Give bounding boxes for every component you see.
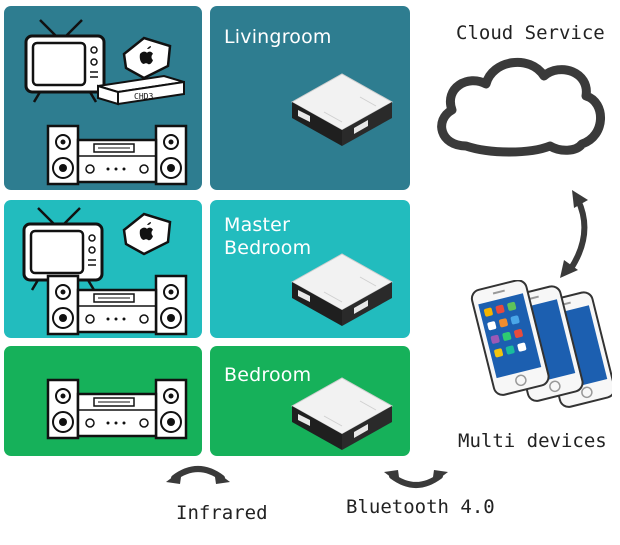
master-bedroom-label-line2: Bedroom xyxy=(224,237,312,259)
hub-device-icon xyxy=(291,73,393,147)
stereo-icon xyxy=(46,378,188,440)
dvd-player-icon: CHD3 xyxy=(97,74,185,106)
bluetooth-label: Bluetooth 4.0 xyxy=(346,496,495,518)
livingroom-label: Livingroom xyxy=(224,26,332,48)
livingroom-devices-panel: CHD3 xyxy=(4,6,202,190)
bedroom-label: Bedroom xyxy=(224,364,312,386)
bedroom-hub-panel: Bedroom xyxy=(210,346,410,456)
apple-tv-icon xyxy=(122,36,172,80)
tv-icon xyxy=(24,18,106,104)
bedroom-devices-art xyxy=(46,378,188,440)
hub-device-icon xyxy=(291,377,393,451)
double-arrow-icon xyxy=(384,462,450,492)
double-arrow-icon xyxy=(560,190,588,278)
master-bedroom-label-line1: Master xyxy=(224,214,291,236)
double-arrow-icon xyxy=(166,462,232,492)
master-bedroom-devices-art xyxy=(22,206,188,336)
dvd-player-label: CHD3 xyxy=(134,92,153,101)
smartphone-icon xyxy=(469,280,612,410)
cloud-service-label: Cloud Service xyxy=(456,22,605,44)
stereo-icon xyxy=(46,124,188,186)
master-bedroom-hub-panel: Master Bedroom xyxy=(210,200,410,338)
livingroom-hub-panel: Livingroom xyxy=(210,6,410,190)
stereo-icon xyxy=(46,274,188,336)
bedroom-devices-panel xyxy=(4,346,202,456)
multi-devices-label: Multi devices xyxy=(458,430,607,452)
apple-tv-icon xyxy=(122,212,172,256)
master-bedroom-devices-panel xyxy=(4,200,202,338)
hub-device-icon xyxy=(291,253,393,327)
livingroom-devices-art: CHD3 xyxy=(24,18,188,186)
cloud-icon xyxy=(437,57,605,157)
infrared-label: Infrared xyxy=(176,502,268,524)
